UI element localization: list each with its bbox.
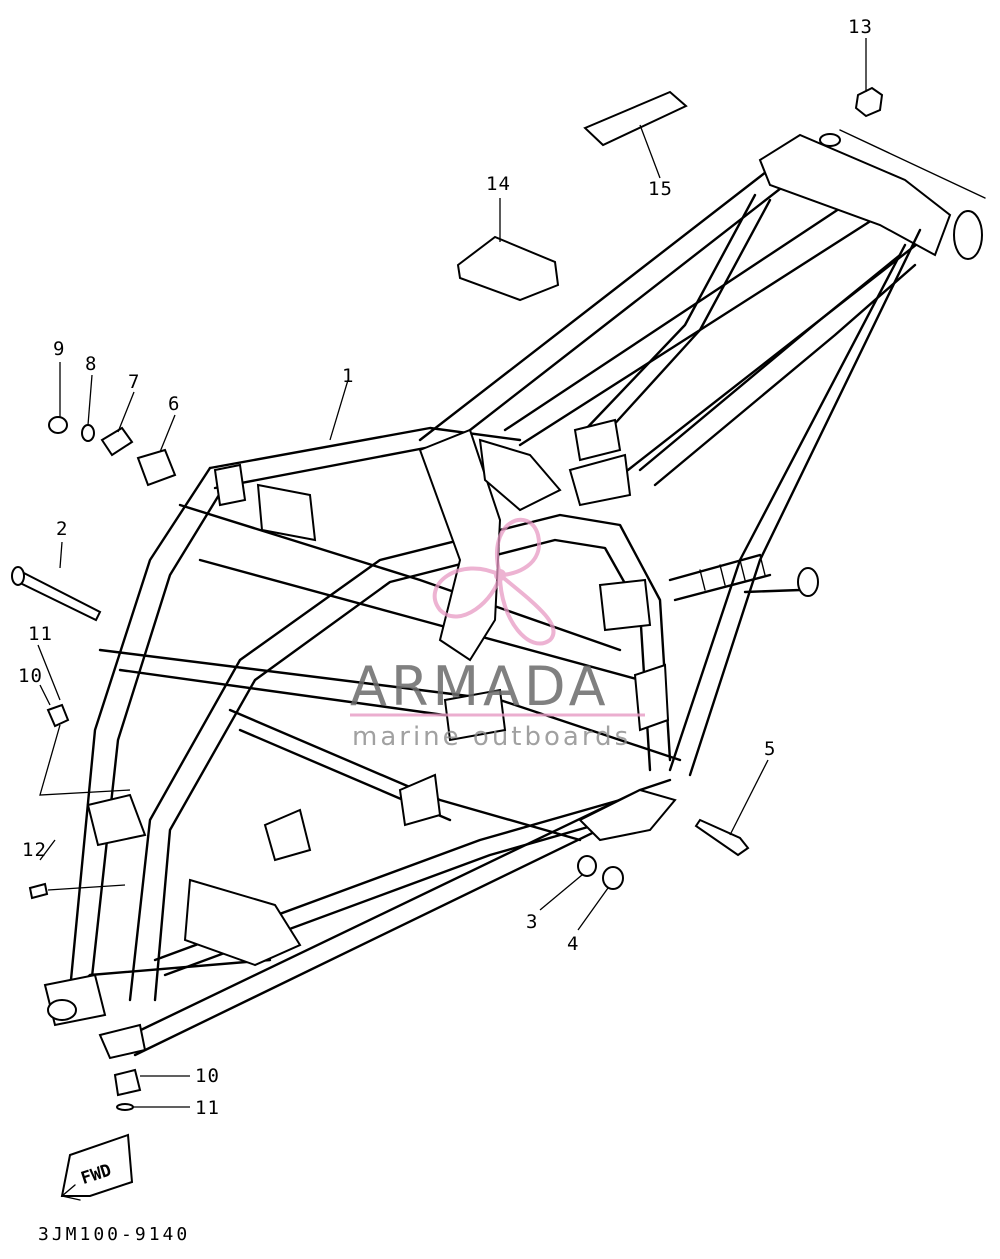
loose-parts (11, 86, 884, 1111)
label-part-4: 4 (567, 933, 579, 955)
fwd-arrow: FWD (60, 1133, 134, 1201)
leader-lines (37, 38, 867, 1108)
part-15-shape (583, 90, 688, 147)
armada-logo (432, 517, 556, 646)
label-part-11-lower: 11 (195, 1097, 220, 1119)
part-13-shape (854, 86, 884, 118)
label-part-2: 2 (56, 518, 68, 540)
part-12-shape (28, 882, 49, 900)
part-8-shape (81, 424, 95, 442)
frame-drawing (43, 129, 986, 1060)
part-9-shape (48, 416, 68, 434)
label-part-7: 7 (128, 371, 140, 393)
part-10a-shape (46, 703, 70, 728)
part-labels: 13 15 14 1 9 8 7 6 2 11 10 12 3 4 5 10 1… (18, 16, 873, 1119)
part-5-shape (694, 818, 750, 857)
label-part-13: 13 (848, 16, 873, 38)
part-3-shape (577, 855, 597, 877)
watermark-tagline: marine outboards (352, 722, 631, 752)
label-part-5: 5 (764, 738, 776, 760)
label-part-14: 14 (486, 173, 511, 195)
part-10b-shape (113, 1068, 142, 1097)
label-part-1: 1 (342, 365, 354, 387)
watermark: ARMADA marine outboards (350, 517, 645, 752)
label-part-11-upper: 11 (28, 623, 53, 645)
logo-petal-top (495, 517, 542, 578)
part-14-shape (456, 235, 560, 302)
part-2-shape (12, 568, 102, 622)
part-7-shape (100, 426, 134, 457)
label-part-12: 12 (22, 839, 47, 861)
watermark-brand: ARMADA (350, 655, 610, 718)
part-6-shape (136, 448, 177, 487)
logo-petal-right (497, 570, 556, 646)
drawing-code: 3JM100-9140 (38, 1224, 190, 1245)
label-part-9: 9 (53, 338, 65, 360)
label-part-6: 6 (168, 393, 180, 415)
label-part-3: 3 (526, 911, 538, 933)
logo-petal-left (432, 566, 503, 619)
label-part-10-lower: 10 (195, 1065, 220, 1087)
label-part-8: 8 (85, 353, 97, 375)
part-11b-shape (116, 1103, 134, 1111)
label-part-15: 15 (648, 178, 673, 200)
part-4-shape (602, 866, 624, 890)
label-part-10-upper: 10 (18, 665, 43, 687)
